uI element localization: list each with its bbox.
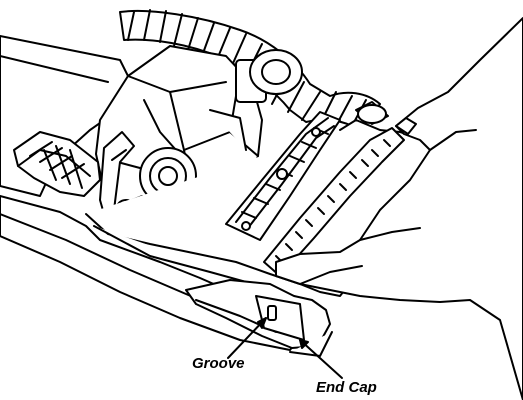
groove-label: Groove bbox=[192, 355, 245, 372]
brush-roll bbox=[263, 101, 405, 277]
brush-compartment bbox=[225, 111, 341, 241]
end-cap-leader-line bbox=[299, 339, 343, 379]
groove-arrowhead bbox=[257, 317, 267, 329]
end-cap-label: End Cap bbox=[316, 379, 377, 396]
right-hand bbox=[275, 17, 523, 400]
end-cap-arrowhead bbox=[299, 339, 309, 349]
pedal-latch bbox=[13, 131, 101, 197]
groove-slot bbox=[267, 305, 277, 321]
